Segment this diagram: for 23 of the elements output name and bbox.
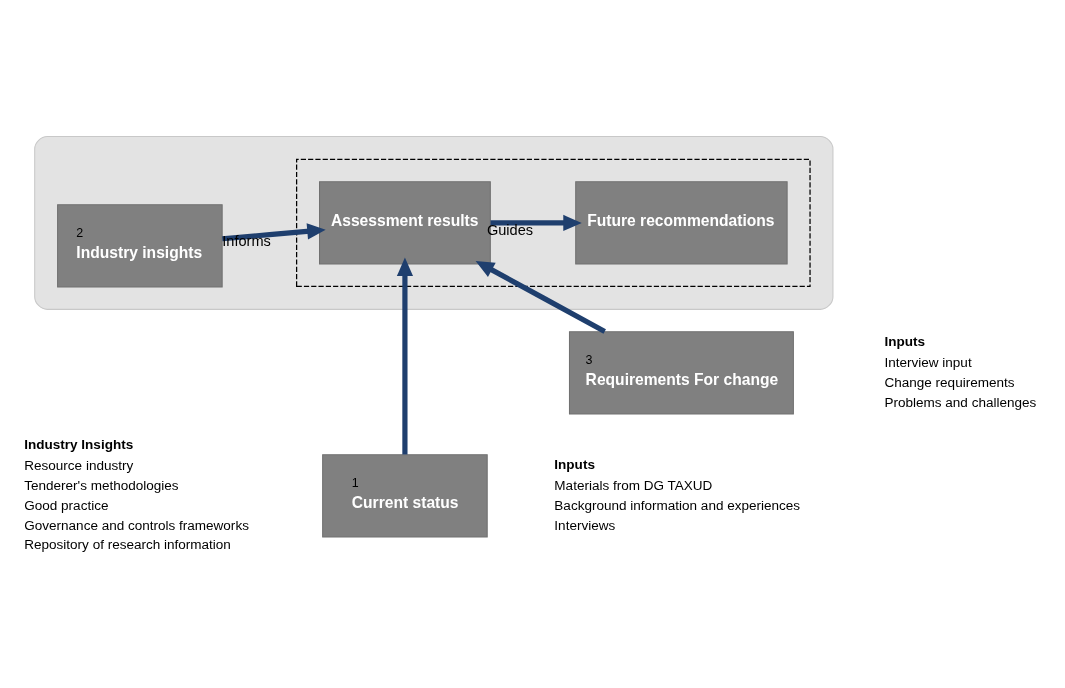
node-box: 1 Current status <box>322 454 488 538</box>
node-label: Industry Insights <box>24 437 134 453</box>
node-box: 2 Industry insights <box>57 204 223 288</box>
node-label: Materials from DG TAXUD <box>554 477 713 493</box>
cluster <box>296 158 811 288</box>
node-box: 3 Requirements For change <box>568 331 794 415</box>
arrow <box>475 261 606 334</box>
node-label: Background information and experiences <box>554 497 801 513</box>
node-box: Future recommendations <box>575 181 788 265</box>
node-label: Interviews <box>554 517 616 533</box>
arrow <box>396 257 413 455</box>
node-label: Good practice <box>24 497 109 513</box>
arrow <box>490 214 582 232</box>
node-label: Repository of research information <box>24 537 231 553</box>
node-label: Interview input <box>884 355 972 371</box>
node-label: Problems and challenges <box>884 394 1037 410</box>
node-label: Resource industry <box>24 458 134 474</box>
node-label: Governance and controls frameworks <box>24 517 249 533</box>
node-label: Inputs <box>554 457 595 473</box>
node-label: Tenderer's methodologies <box>24 477 179 493</box>
node-label: Inputs <box>884 334 926 350</box>
cluster <box>34 136 834 310</box>
node-label: Change requirements <box>884 374 1015 390</box>
